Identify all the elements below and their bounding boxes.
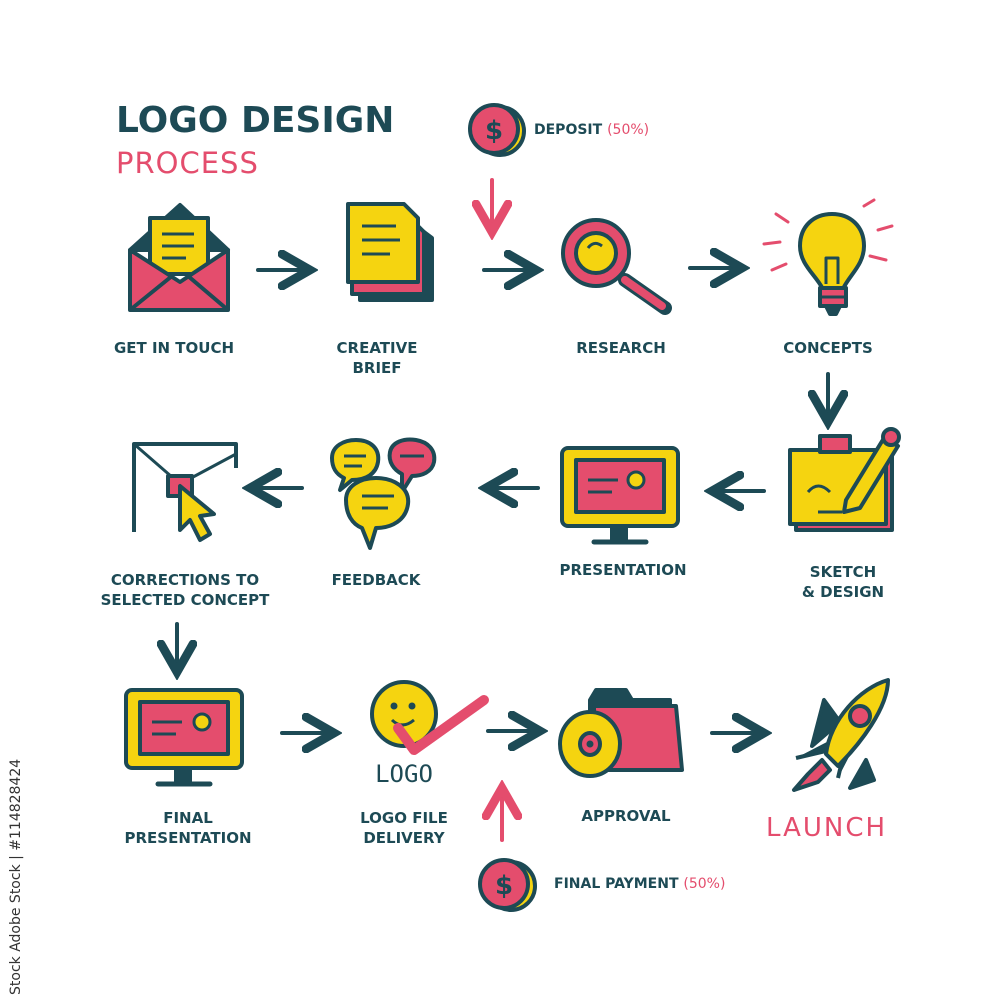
envelope-icon [128, 203, 230, 312]
step-label-creative-brief: CREATIVE BRIEF [336, 339, 418, 377]
speech-bubbles-icon [330, 437, 437, 550]
svg-text:$: $ [485, 116, 503, 146]
step-label-final-presentation: FINAL PRESENTATION [124, 809, 252, 847]
step-label-get-in-touch: GET IN TOUCH [113, 339, 235, 357]
deposit-label: DEPOSIT (50%) [534, 122, 649, 138]
final-payment-percent: (50%) [683, 876, 726, 892]
svg-text:$: $ [495, 871, 513, 901]
monitor-icon [124, 688, 244, 787]
step-label-approval: APPROVAL [581, 807, 671, 825]
rocket-icon [792, 678, 890, 792]
watermark-text: Stock Adobe Stock | #114828424 [8, 758, 24, 995]
step-label-logo-file-delivery: LOGO FILE DELIVERY [360, 809, 448, 847]
deposit-percent: (50%) [607, 122, 650, 138]
stock-watermark: Stock Adobe Stock | #114828424 [2, 745, 28, 995]
step-label-corrections: CORRECTIONS TO SELECTED CONCEPT [100, 571, 270, 609]
final-payment-text: FINAL PAYMENT [554, 876, 679, 892]
step-label-concepts: CONCEPTS [783, 339, 873, 357]
magnifier-icon [561, 218, 672, 315]
lightbulb-icon [762, 198, 894, 316]
step-label-feedback: FEEDBACK [331, 571, 421, 589]
svg-text:LOGO: LOGO [375, 760, 433, 788]
sketchpad-pencil-icon [788, 427, 901, 532]
documents-icon [346, 202, 434, 302]
coin-dollar-icon: $ [468, 103, 526, 157]
monitor-icon [560, 446, 680, 545]
smiley-check-icon: LOGO [370, 680, 489, 788]
coin-dollar-icon: $ [478, 858, 537, 912]
step-label-launch: LAUNCH [766, 813, 888, 843]
page-subtitle: PROCESS [116, 146, 259, 180]
final-payment-label: FINAL PAYMENT (50%) [554, 876, 725, 892]
cursor-click-icon [132, 442, 238, 542]
deposit-text: DEPOSIT [534, 122, 603, 138]
step-label-presentation: PRESENTATION [559, 561, 687, 579]
page-title: LOGO DESIGN [116, 100, 395, 141]
step-label-sketch-design: SKETCH & DESIGN [801, 563, 885, 601]
folder-disc-icon [558, 688, 684, 778]
step-label-research: RESEARCH [576, 339, 666, 357]
